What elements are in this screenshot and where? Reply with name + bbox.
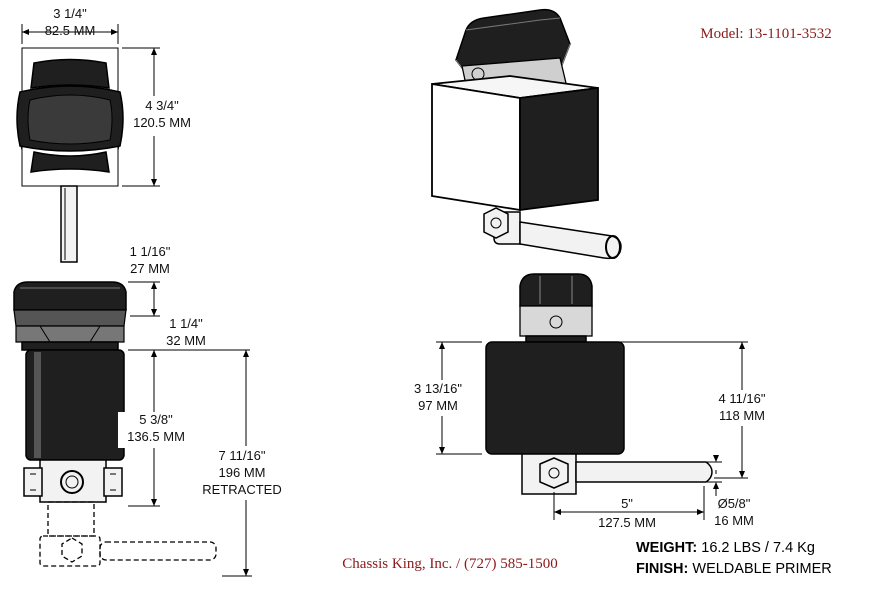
dim-body: 5 3/8" 136.5 MM bbox=[118, 350, 194, 507]
finish-spec: FINISH: WELDABLE PRIMER bbox=[636, 561, 832, 577]
dim-cap: 1 1/16" 27 MM bbox=[128, 244, 171, 317]
side-total-in: 4 11/16" bbox=[718, 391, 765, 406]
side-body-in: 3 13/16" bbox=[414, 381, 462, 396]
neck-in: 1 1/4" bbox=[169, 316, 203, 331]
pin-len-in: 5" bbox=[621, 496, 633, 511]
side-body-mm: 97 MM bbox=[418, 398, 458, 413]
neck-mm: 32 MM bbox=[166, 333, 206, 348]
top-width-mm: 82.5 MM bbox=[45, 23, 96, 38]
company-contact: Chassis King, Inc. / (727) 585-1500 bbox=[342, 556, 557, 572]
cap-mm: 27 MM bbox=[130, 261, 170, 276]
total-note: RETRACTED bbox=[202, 482, 281, 497]
cap-in: 1 1/16" bbox=[130, 244, 171, 259]
finish-value: WELDABLE PRIMER bbox=[692, 561, 832, 577]
body-mm: 136.5 MM bbox=[127, 429, 185, 444]
dim-top-width: 3 1/4" 82.5 MM bbox=[21, 6, 119, 44]
dim-pin-diameter: Ø5/8" 16 MM bbox=[704, 455, 754, 528]
top-view bbox=[16, 47, 124, 263]
model-number: Model: 13-1101-3532 bbox=[700, 26, 832, 42]
body-in: 5 3/8" bbox=[139, 412, 173, 427]
top-height-mm: 120.5 MM bbox=[133, 115, 191, 130]
dim-neck: 1 1/4" 32 MM bbox=[128, 316, 250, 351]
dim-side-total: 4 11/16" 118 MM bbox=[594, 341, 780, 479]
weight-value: 16.2 LBS / 7.4 Kg bbox=[701, 540, 815, 556]
weight-spec: WEIGHT: 16.2 LBS / 7.4 Kg bbox=[636, 540, 815, 556]
isometric-view bbox=[431, 8, 622, 260]
side-view bbox=[485, 273, 713, 495]
finish-label: FINISH: bbox=[636, 561, 689, 577]
dim-pin-length: 5" 127.5 MM bbox=[553, 486, 705, 530]
pin-dia-in: Ø5/8" bbox=[718, 496, 751, 511]
pin-dia-mm: 16 MM bbox=[714, 513, 754, 528]
dim-total: 7 11/16" 196 MM RETRACTED bbox=[194, 350, 296, 577]
total-in: 7 11/16" bbox=[218, 448, 265, 463]
front-view bbox=[13, 281, 217, 567]
pin-len-mm: 127.5 MM bbox=[598, 515, 656, 530]
top-width-in: 3 1/4" bbox=[53, 6, 87, 21]
dim-side-body: 3 13/16" 97 MM bbox=[398, 341, 482, 455]
top-height-in: 4 3/4" bbox=[145, 98, 179, 113]
side-total-mm: 118 MM bbox=[719, 408, 765, 423]
dim-top-height: 4 3/4" 120.5 MM bbox=[122, 47, 200, 187]
total-mm: 196 MM bbox=[219, 465, 266, 480]
weight-label: WEIGHT: bbox=[636, 540, 698, 556]
